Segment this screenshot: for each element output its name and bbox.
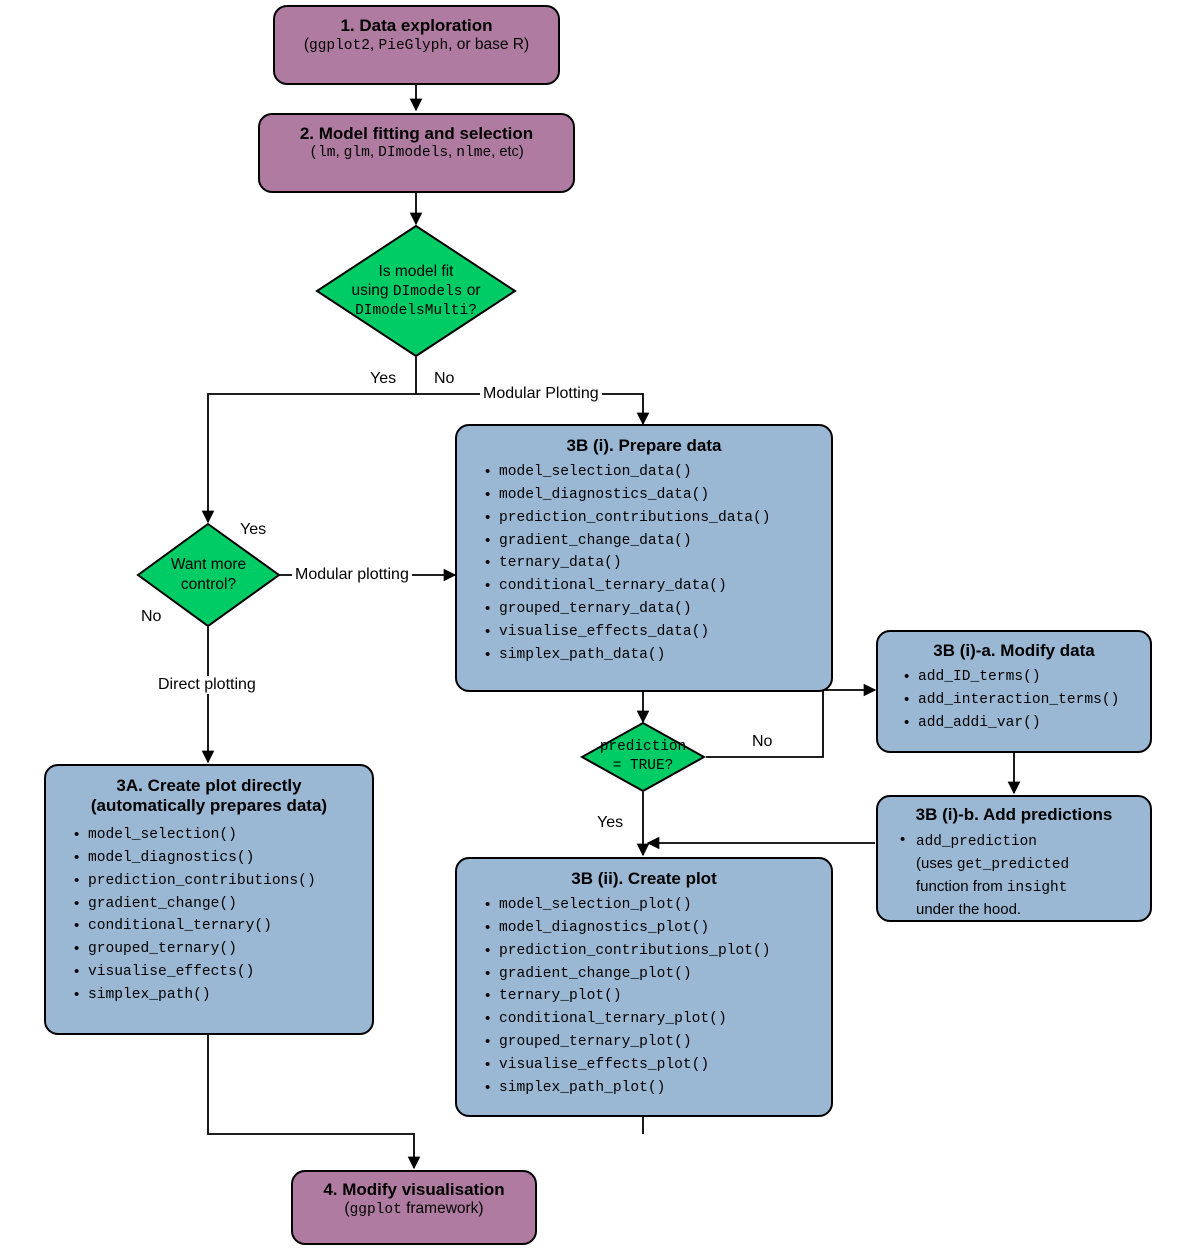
list-item: model_diagnostics() (74, 846, 360, 870)
prediction-line-2: (uses get_predicted (916, 854, 1070, 873)
list-item: gradient_change_data() (485, 529, 819, 553)
list-item: model_selection_plot() (485, 893, 819, 917)
pkg-pieglyph: PieGlyph (378, 38, 449, 55)
node-title: 1. Data exploration (340, 16, 493, 35)
node-subtitle: (ggplot framework) (344, 1200, 484, 1219)
list-item: ternary_plot() (485, 984, 819, 1008)
node-modify-visualisation[interactable]: 4. Modify visualisation (ggplot framewor… (291, 1170, 537, 1245)
edge-label-yes-control: Yes (240, 521, 267, 539)
edge-yes-left (201, 393, 416, 524)
list-item: prediction_contributions_plot() (485, 939, 819, 963)
diamond-shape (315, 224, 517, 358)
node-title-line-2: (automatically prepares data) (90, 796, 328, 816)
list-item: conditional_ternary_plot() (485, 1007, 819, 1031)
prediction-line-1: add_prediction (900, 829, 1140, 853)
list-item: simplex_path_data() (485, 643, 819, 667)
diamond-shape (580, 722, 706, 792)
function-list: model_selection_plot() model_diagnostics… (469, 893, 819, 1100)
list-item: prediction_contributions_data() (485, 506, 819, 530)
list-item: add_ID_terms() (904, 665, 1140, 689)
list-item: conditional_ternary_data() (485, 574, 819, 598)
edge-3a-down (207, 1035, 421, 1170)
node-model-fitting[interactable]: 2. Model fitting and selection (lm, glm,… (258, 113, 575, 193)
node-create-plot[interactable]: 3B (ii). Create plot model_selection_plo… (455, 857, 833, 1117)
list-item: gradient_change_plot() (485, 962, 819, 986)
prediction-line-3: function from insight (916, 877, 1068, 896)
node-title: 3B (i)-a. Modify data (933, 641, 1095, 660)
edge-label-direct-plotting: Direct plotting (155, 676, 259, 694)
list-item: grouped_ternary_plot() (485, 1030, 819, 1054)
node-title: 2. Model fitting and selection (299, 124, 534, 143)
list-item: visualise_effects() (74, 960, 360, 984)
node-title: 3B (ii). Create plot (571, 869, 717, 888)
node-title: 3B (i)-b. Add predictions (915, 805, 1113, 824)
list-item: model_selection() (74, 823, 360, 847)
node-subtitle: (lm, glm, DImodels, nlme, etc) (309, 144, 524, 162)
function-list: model_selection_data() model_diagnostics… (469, 460, 819, 667)
node-title-line-1: 3A. Create plot directly (116, 776, 302, 795)
list-item: grouped_ternary_data() (485, 597, 819, 621)
edge-label-no-prediction: No (752, 733, 773, 751)
function-list: model_selection() model_diagnostics() pr… (58, 823, 360, 1007)
list-item: visualise_effects_data() (485, 620, 819, 644)
node-add-predictions[interactable]: 3B (i)-b. Add predictions add_prediction… (876, 795, 1152, 922)
edge-prediction-no-to-modify (706, 683, 877, 758)
list-item: prediction_contributions() (74, 869, 360, 893)
list-item: visualise_effects_plot() (485, 1053, 819, 1077)
node-title: 4. Modify visualisation (323, 1180, 505, 1199)
prediction-line-4: under the hood. (916, 900, 1022, 918)
list-item: grouped_ternary() (74, 937, 360, 961)
list-item: conditional_ternary() (74, 914, 360, 938)
edge-label-yes-prediction: Yes (597, 814, 624, 832)
list-item: simplex_path() (74, 983, 360, 1007)
node-title: 3B (i). Prepare data (566, 436, 722, 455)
decision-prediction-true[interactable]: prediction = TRUE? (580, 722, 706, 792)
node-subtitle: (ggplot2, PieGlyph, or base R) (303, 36, 530, 55)
list-item: add_interaction_terms() (904, 688, 1140, 712)
list-item: ternary_data() (485, 551, 819, 575)
pkg-ggplot2: ggplot2 (309, 38, 370, 55)
list-item: model_selection_data() (485, 460, 819, 484)
list-item: add_addi_var() (904, 711, 1140, 735)
node-prepare-data[interactable]: 3B (i). Prepare data model_selection_dat… (455, 424, 833, 692)
edge-label-no-dimodels: No (434, 370, 455, 388)
list-item: gradient_change() (74, 892, 360, 916)
edge-label-modular-plotting-top: Modular Plotting (480, 385, 602, 403)
list-item: model_diagnostics_plot() (485, 916, 819, 940)
edge-label-no-control: No (141, 608, 162, 626)
edge-label-modular-plotting-mid: Modular plotting (292, 566, 412, 584)
diamond-shape (136, 522, 281, 628)
decision-is-dimodels[interactable]: Is model fit using DImodels or DImodelsM… (315, 224, 517, 358)
prediction-detail: add_prediction (uses get_predicted funct… (888, 829, 1140, 920)
node-create-plot-direct[interactable]: 3A. Create plot directly (automatically … (44, 764, 374, 1035)
list-item: model_diagnostics_data() (485, 483, 819, 507)
edge-label-yes-dimodels: Yes (370, 370, 397, 388)
list-item: simplex_path_plot() (485, 1076, 819, 1100)
node-modify-data[interactable]: 3B (i)-a. Modify data add_ID_terms() add… (876, 630, 1152, 753)
node-data-exploration[interactable]: 1. Data exploration (ggplot2, PieGlyph, … (273, 5, 560, 85)
function-list: add_ID_terms() add_interaction_terms() a… (888, 665, 1140, 735)
